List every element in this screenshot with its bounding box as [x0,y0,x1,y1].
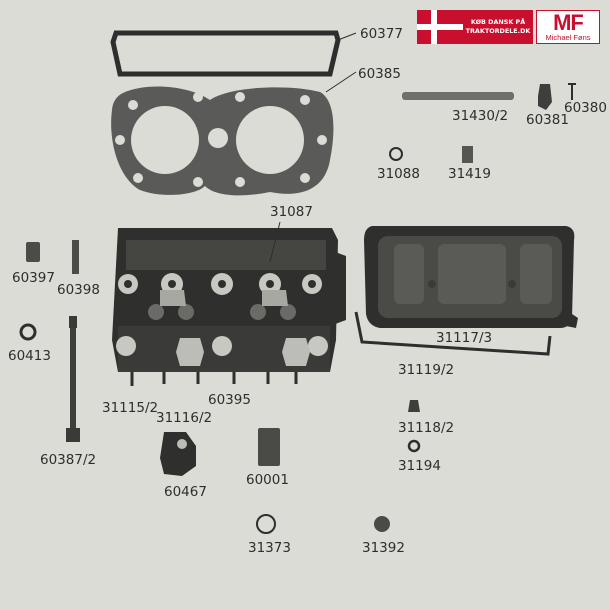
logo-mark: MF [553,10,584,35]
cylinder-head [112,221,346,386]
label-60398: 60398 [57,282,100,298]
o-ring [256,514,276,534]
label-31373: 31373 [248,540,291,556]
head-gasket [111,71,357,196]
label-60387: 60387/2 [40,452,96,468]
rocker-cover [364,226,578,328]
label-31087: 31087 [270,204,313,220]
rocker-cover-gasket [354,311,552,356]
label-60380: 60380 [564,100,607,116]
label-60395: 60395 [208,392,251,408]
label-60413: 60413 [8,348,51,364]
label-31118: 31118/2 [398,420,454,436]
screw [568,83,576,100]
washer [19,323,37,341]
slogan-line-2: TRAKTORDELE.DK [465,27,531,35]
label-31116: 31116/2 [156,410,212,426]
label-31088: 31088 [377,166,420,182]
danish-flag-icon [417,10,463,44]
label-31419: 31419 [448,166,491,182]
label-60467: 60467 [164,484,207,500]
push-rod [402,92,514,100]
sealing-washer [407,439,421,453]
label-60377: 60377 [360,26,403,42]
slogan-line-1: KØB DANSK PÅ [470,18,526,26]
label-60397: 60397 [12,270,55,286]
valve-guide [258,428,280,466]
pin [72,240,79,274]
label-31392: 31392 [362,540,405,556]
label-31115: 31115/2 [102,400,158,416]
rocker-bracket [538,84,552,110]
sleeve [462,146,473,163]
brand-banner[interactable]: KØB DANSK PÅ TRAKTORDELE.DK MF Michael F… [417,10,603,46]
label-31119: 31119/2 [398,362,454,378]
plug [26,242,40,262]
logo-name: Michael Føns [545,33,591,42]
label-31194: 31194 [398,458,441,474]
cap-nut [408,400,420,412]
rocker-support [160,432,196,476]
rocker-cover-gasket [110,30,357,77]
long-stud [66,316,80,442]
label-60385: 60385 [358,66,401,82]
label-60001: 60001 [246,472,289,488]
ball [374,516,390,532]
mf-logo: MF Michael Føns [536,10,600,44]
label-60381: 60381 [526,112,569,128]
label-31117: 31117/3 [436,330,492,346]
banner-slogan: KØB DANSK PÅ TRAKTORDELE.DK [463,10,533,44]
label-31430: 31430/2 [452,108,508,124]
nut [389,147,403,161]
